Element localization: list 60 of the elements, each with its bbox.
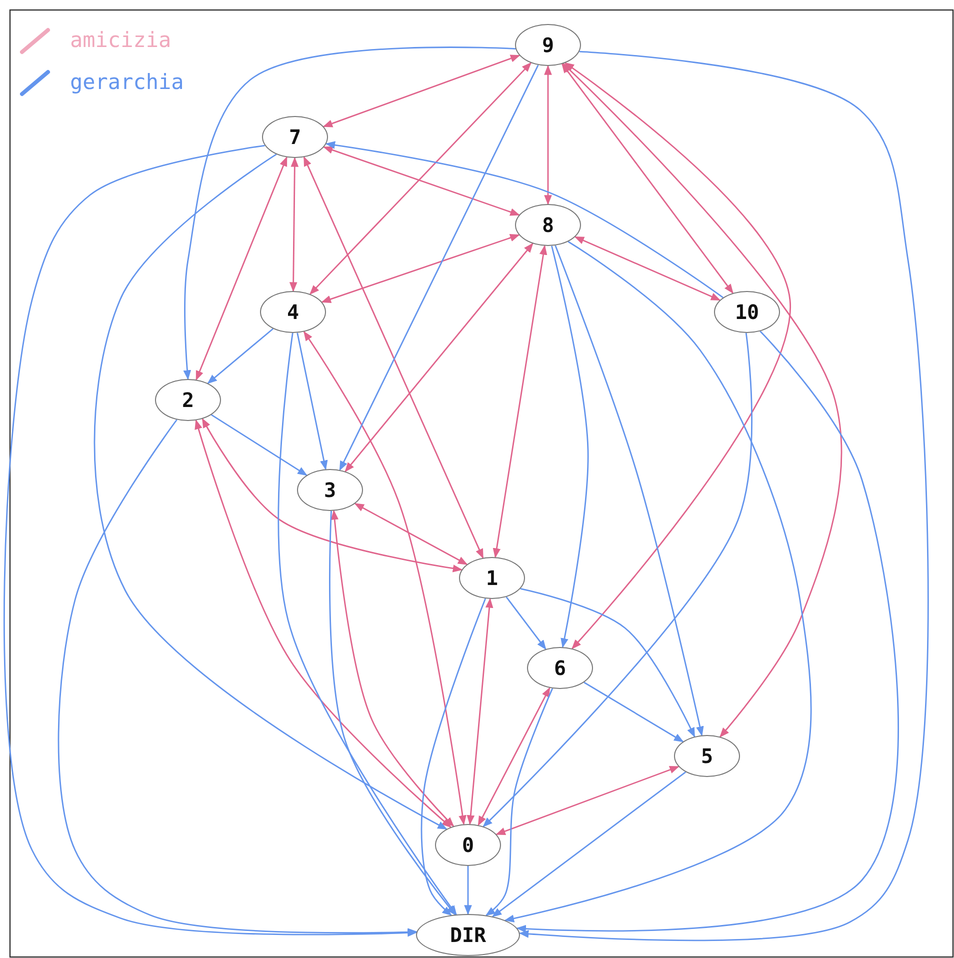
arrow	[466, 598, 494, 825]
arrow	[183, 46, 516, 380]
arrow	[303, 330, 466, 826]
graph-node: 1	[459, 557, 525, 599]
arrow	[329, 510, 456, 916]
graph-node: 0	[435, 824, 501, 866]
arrow	[574, 236, 721, 301]
arrow	[196, 156, 288, 381]
arrow	[504, 241, 812, 922]
arrow	[564, 62, 791, 650]
legend-label: amicizia	[70, 28, 172, 52]
arrow	[296, 332, 328, 470]
graph-node: 8	[515, 204, 581, 246]
arrow	[58, 419, 418, 936]
arrow	[554, 245, 704, 736]
arrow	[516, 330, 899, 933]
arrow	[207, 328, 274, 384]
arrow	[322, 54, 520, 128]
arrow	[211, 414, 308, 476]
arrow	[194, 419, 452, 828]
arrow	[562, 63, 734, 294]
arrow	[420, 598, 486, 916]
arrow	[344, 242, 534, 472]
graph-node: 7	[262, 116, 328, 158]
arrow	[354, 503, 468, 565]
arrow	[309, 62, 532, 295]
arrow	[496, 766, 680, 836]
arrow	[544, 65, 552, 205]
arrow	[584, 682, 684, 742]
arrow	[278, 332, 457, 916]
graph-node: 4	[260, 291, 326, 333]
graph-node: 2	[155, 379, 221, 421]
graph-node: 10	[714, 291, 780, 333]
arrow	[325, 141, 724, 298]
arrow	[289, 157, 299, 292]
arrow	[321, 234, 520, 303]
arrow	[562, 63, 842, 738]
graph-node: 5	[674, 735, 740, 777]
arrow	[478, 687, 550, 826]
graph-node: DIR	[416, 914, 520, 956]
graph-node: 3	[297, 469, 363, 511]
arrow	[94, 154, 448, 830]
arrow	[303, 156, 484, 559]
legend-label: gerarchia	[70, 70, 184, 94]
arrow	[551, 246, 589, 648]
arrow	[492, 771, 686, 918]
arrow	[482, 332, 752, 828]
arrow	[518, 50, 929, 941]
graph-node: 9	[515, 24, 581, 66]
arrow	[506, 596, 546, 650]
arrow	[202, 418, 463, 572]
arrow	[464, 866, 472, 915]
arrow	[485, 688, 554, 916]
arrow	[323, 146, 520, 216]
arrow	[4, 144, 418, 937]
arrow	[339, 64, 539, 471]
arrow	[520, 588, 696, 738]
graph-node: 6	[527, 647, 593, 689]
arrow	[330, 510, 454, 827]
arrow	[492, 244, 548, 558]
